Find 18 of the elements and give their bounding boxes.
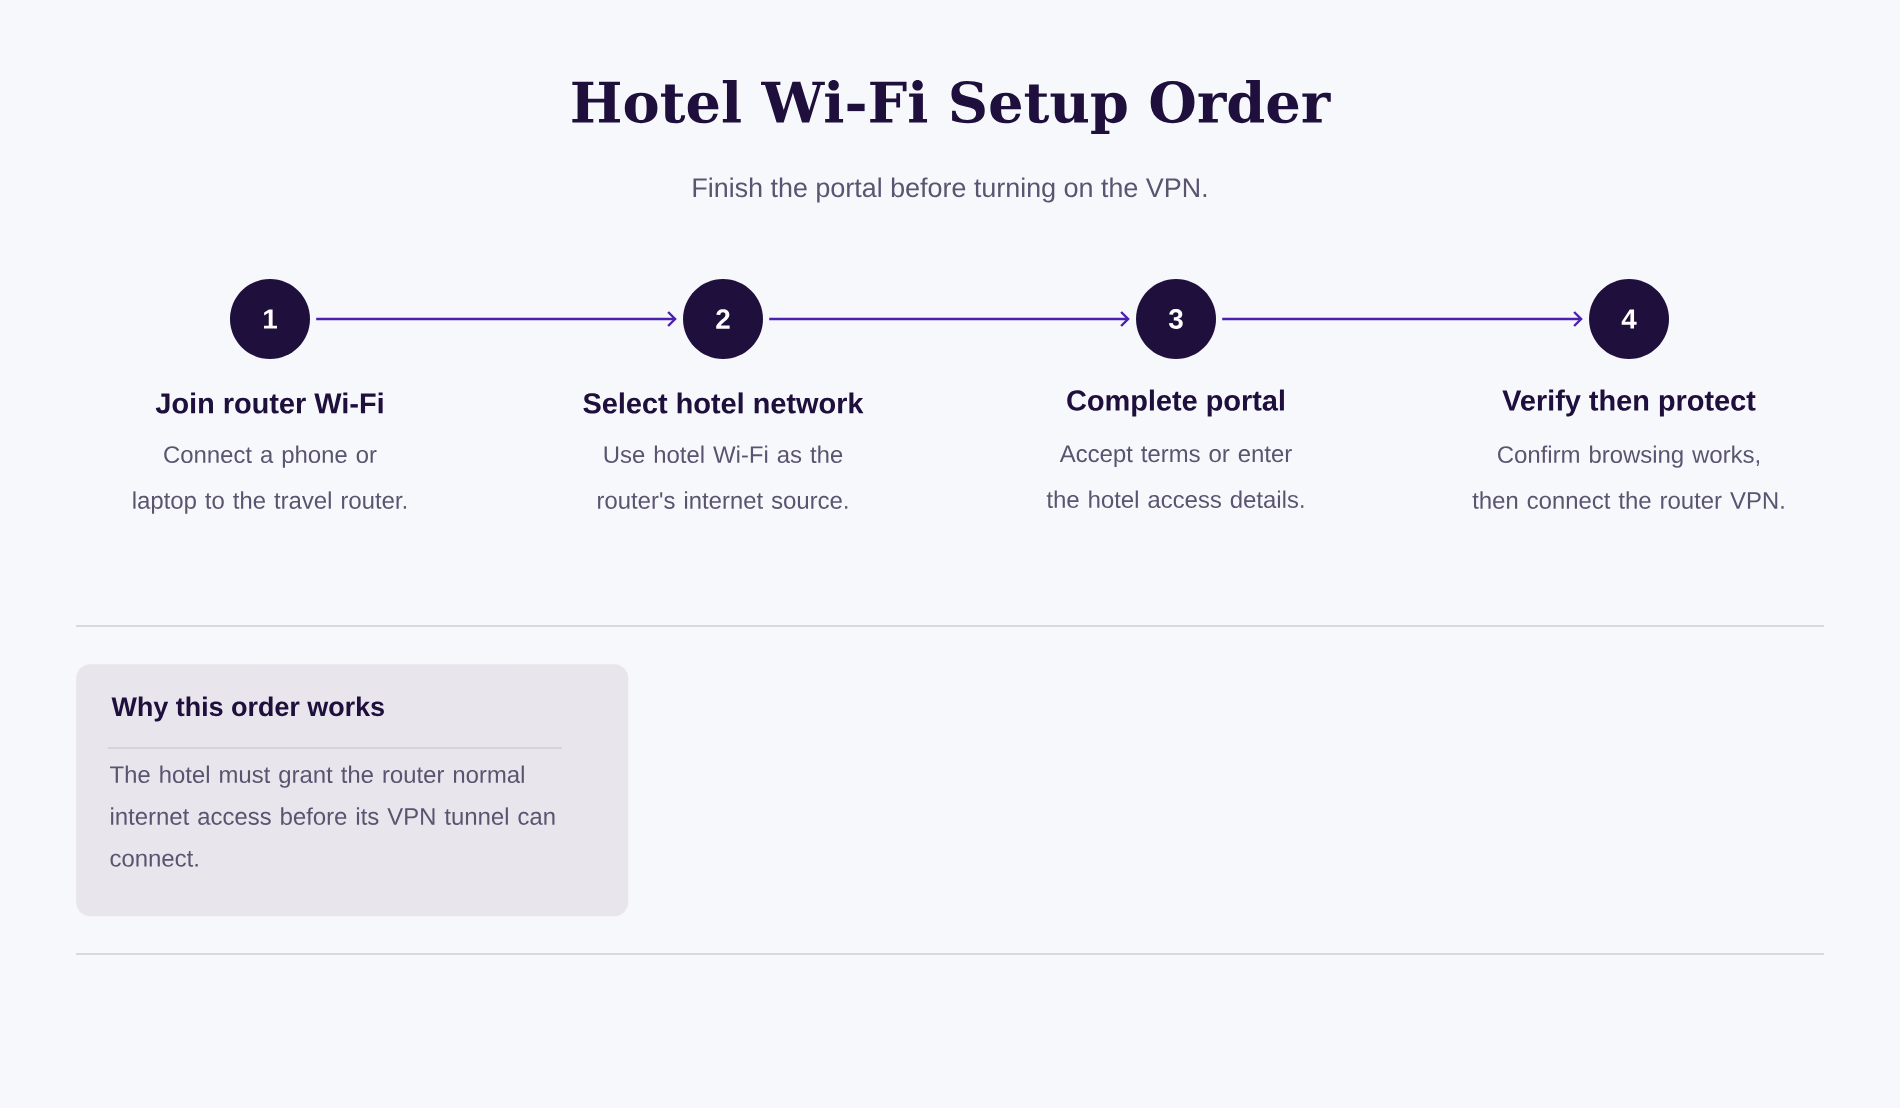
step-description: Connect a phone or laptop to the travel router. xyxy=(133,445,407,514)
step-description: Accept terms or enter the hotel access details. xyxy=(1046,445,1304,509)
note-card: Why this order works The hotel must grant the router normal internet access before its VPN tunnel can connect. xyxy=(76,664,629,917)
step-heading: Select hotel network xyxy=(583,392,864,414)
arrow xyxy=(1222,311,1583,327)
step-description: Confirm browsing works, then connect the router VPN. xyxy=(1472,445,1784,509)
subtitle: Finish the portal before turning on the VPN. xyxy=(693,177,1207,203)
step-heading: Join router Wi-Fi xyxy=(155,392,383,414)
step-description: Use hotel Wi-Fi as the router's internet source. xyxy=(598,445,848,509)
step-heading: Verify then protect xyxy=(1502,389,1756,417)
step-heading: Complete portal xyxy=(1067,389,1284,417)
step-number: 1 xyxy=(230,279,310,359)
arrow xyxy=(316,311,677,327)
step-number: 2 xyxy=(683,279,763,359)
step-number: 4 xyxy=(1589,279,1669,359)
arrow xyxy=(769,311,1130,327)
title: Hotel Wi-Fi Setup Order xyxy=(572,80,1331,134)
step-number: 3 xyxy=(1136,279,1216,359)
